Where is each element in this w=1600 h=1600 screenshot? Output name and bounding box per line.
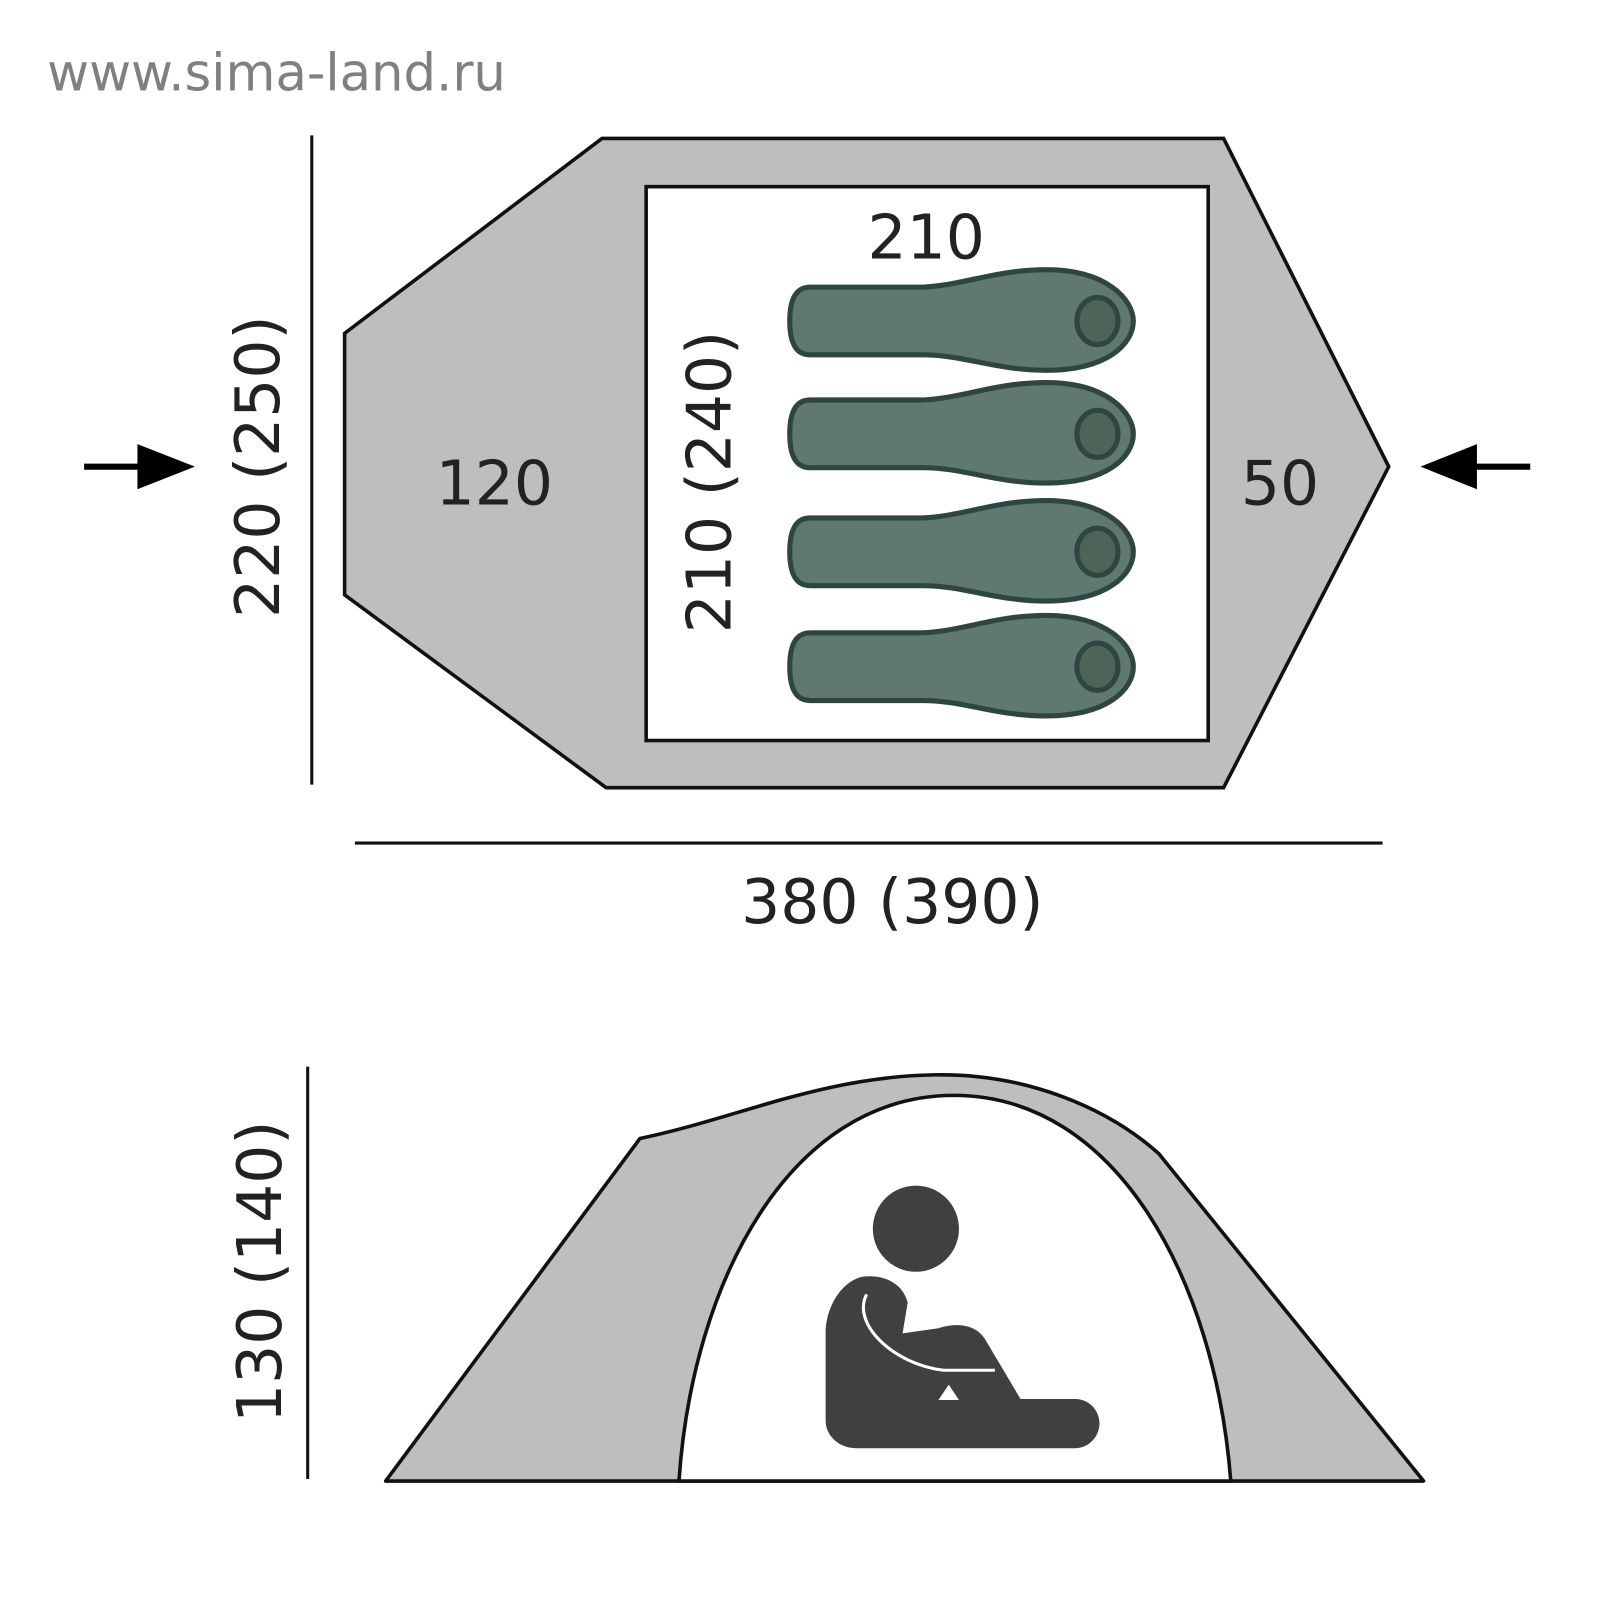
total-length-label: 380 (390) (741, 866, 1043, 938)
sleeping-bag-icon (787, 379, 1136, 486)
sleeping-bag-icon (787, 267, 1136, 373)
tent-door-opening (677, 1093, 1233, 1483)
watermark: www.sima-land.ru (47, 43, 506, 103)
entrance-arrow-left-icon (84, 444, 195, 490)
sleeping-bag-icon (787, 612, 1136, 719)
sleeping-bag-icon (787, 497, 1136, 604)
inner-length-label: 210 (867, 201, 984, 273)
vestibule-right-label: 50 (1241, 448, 1319, 520)
side-view: 130 (140) (224, 1066, 1426, 1483)
top-view: 220 (250) 120 50 210 210 (240) 380 (390) (84, 135, 1531, 938)
vestibule-left-label: 120 (436, 448, 553, 520)
inner-width-label: 210 (240) (673, 331, 745, 633)
sitting-person-icon (825, 1185, 1100, 1449)
entrance-arrow-right-icon (1420, 444, 1531, 490)
height-label: 130 (140) (224, 1121, 296, 1423)
width-label: 220 (250) (222, 315, 294, 617)
